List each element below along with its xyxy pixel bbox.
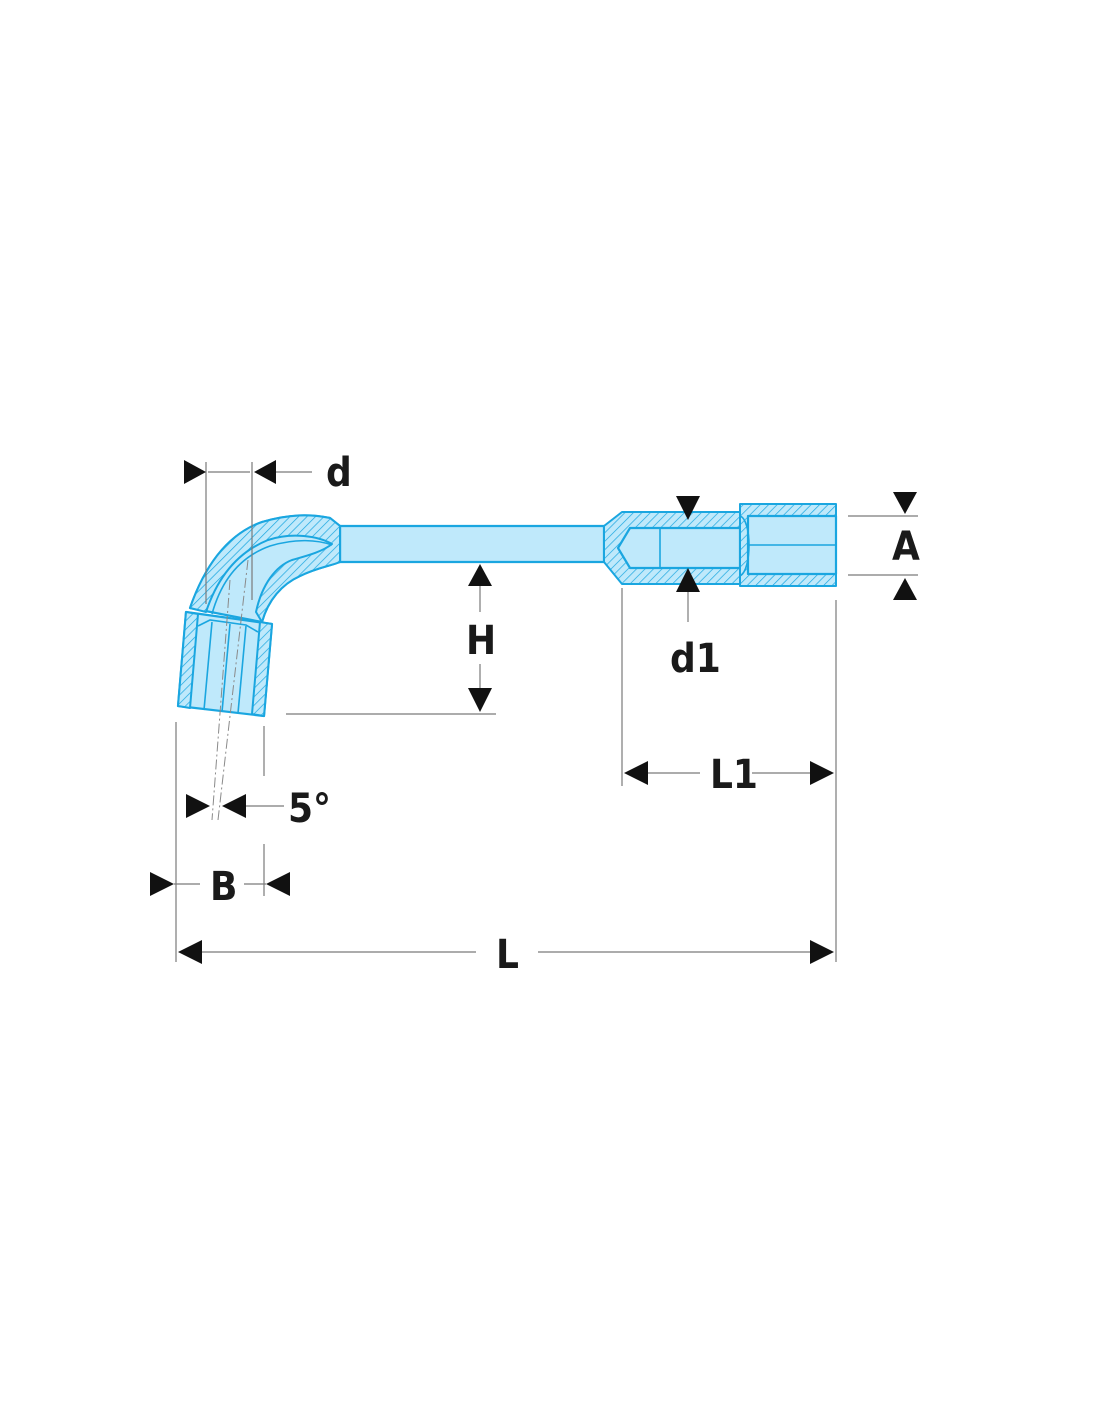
straight-socket-cavity [616, 526, 742, 570]
d1-arrow-up [676, 568, 700, 592]
h-arrow-down [468, 688, 492, 712]
label-a: A [892, 524, 920, 570]
label-angle: 5° [288, 786, 331, 832]
l-arrow-left [178, 940, 202, 964]
bent-socket-offset-axis [217, 559, 249, 821]
label-l1: L1 [710, 752, 758, 798]
bent-socket-axis [211, 579, 231, 821]
bent-socket-wall-right [251, 621, 273, 717]
label-h: H [466, 618, 496, 664]
label-d1: d1 [670, 636, 721, 682]
b-arrow-right [150, 872, 174, 896]
b-arrow-left [266, 872, 290, 896]
a-arrow-up [893, 578, 917, 600]
label-d: d [326, 450, 352, 496]
d-arrow-left [184, 460, 206, 484]
dimension-lines [174, 462, 918, 962]
bent-socket-wall-left [177, 611, 199, 709]
wrench-elbow-wall [189, 514, 341, 623]
angle-arrow-left [222, 794, 246, 818]
angle-arrow-right [186, 794, 210, 818]
l-arrow-right [810, 940, 834, 964]
d-arrow-right [254, 460, 276, 484]
wrench-elbow-cavity [211, 539, 333, 615]
l1-arrow-left [624, 761, 648, 785]
label-l: L [496, 932, 519, 978]
l1-arrow-right [810, 761, 834, 785]
pipe-wrench-body [176, 503, 838, 718]
label-b: B [210, 864, 237, 910]
wrench-shaft [338, 524, 606, 564]
h-arrow-up [468, 564, 492, 586]
bent-socket-hex-top [197, 619, 259, 633]
d1-arrow-down [676, 496, 700, 520]
a-arrow-down [893, 492, 917, 514]
dimension-arrows [150, 460, 917, 964]
